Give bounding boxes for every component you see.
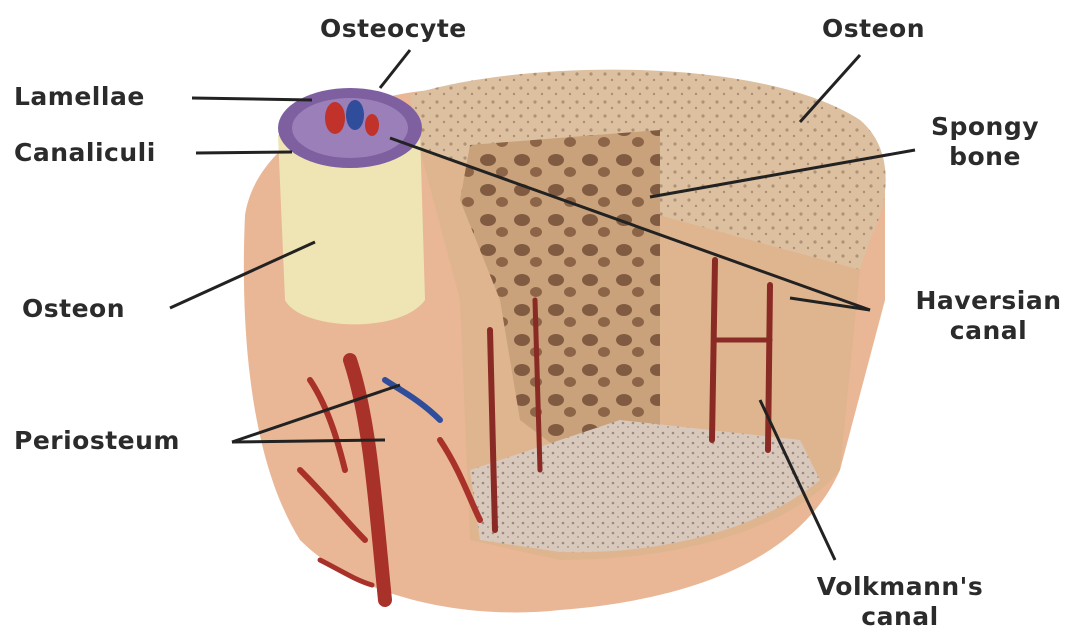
label-spongy-line2: bone bbox=[920, 142, 1050, 172]
label-haversian-canal: Haversian canal bbox=[896, 286, 1081, 346]
leader-osteocyte bbox=[380, 50, 410, 88]
label-lamellae: Lamellae bbox=[14, 82, 145, 112]
label-periosteum: Periosteum bbox=[14, 426, 180, 456]
label-volkmanns-canal: Volkmann's canal bbox=[790, 572, 1010, 632]
label-haversian-line2: canal bbox=[896, 316, 1081, 346]
leader-lamellae bbox=[192, 98, 312, 100]
osteon-cylinder bbox=[278, 88, 425, 324]
label-spongy-line1: Spongy bbox=[920, 112, 1050, 142]
leader-canaliculi bbox=[196, 152, 292, 153]
label-volkmann-line1: Volkmann's bbox=[790, 572, 1010, 602]
label-osteocyte: Osteocyte bbox=[320, 14, 467, 44]
label-osteon-top: Osteon bbox=[822, 14, 925, 44]
leader-periosteum-b bbox=[232, 440, 385, 442]
label-osteon-left: Osteon bbox=[22, 294, 125, 324]
label-canaliculi: Canaliculi bbox=[14, 138, 156, 168]
label-volkmann-line2: canal bbox=[790, 602, 1010, 632]
label-haversian-line1: Haversian bbox=[896, 286, 1081, 316]
label-spongy-bone: Spongy bone bbox=[920, 112, 1050, 172]
